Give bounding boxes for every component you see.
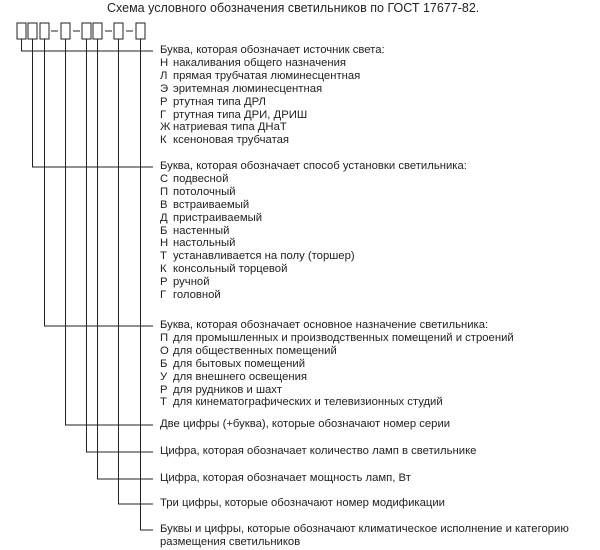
item-code: Ж (160, 121, 171, 134)
legend-header: Три цифры, которые обозначают номер моди… (160, 497, 445, 509)
item-text: для общественных помещений (173, 344, 337, 357)
legend-header: Цифра, которая обозначает количество лам… (160, 445, 477, 457)
item-code: Р (160, 276, 168, 289)
item-text: для бытовых помещений (173, 357, 306, 370)
item-text: размещения светильников (160, 535, 301, 548)
item-text: настольный (173, 237, 236, 250)
item-text: ртутная типа ДРЛ (173, 95, 266, 108)
item-text: накаливания общего назначения (173, 56, 347, 69)
item-code: С (160, 172, 169, 185)
item-text: для внешнего освещения (173, 370, 308, 383)
item-code: П (160, 331, 169, 344)
legend-item: размещения светильников (160, 536, 569, 549)
legend-block: Три цифры, которые обозначают номер моди… (160, 497, 445, 510)
item-code: Т (160, 250, 167, 263)
legend-block: Буква, которая обозначает источник света… (160, 44, 385, 147)
legend-block: Цифра, которая обозначает мощность ламп,… (160, 472, 411, 485)
item-text: пристраиваемый (173, 211, 263, 224)
item-text: натриевая типа ДНаТ (173, 121, 287, 134)
item-text: для кинематографических и телевизионных … (173, 396, 443, 409)
item-code: Г (160, 289, 167, 302)
item-text: подвесной (173, 172, 229, 185)
item-code: Г (160, 108, 167, 121)
legend-block: Цифра, которая обозначает количество лам… (160, 445, 476, 458)
legend-header: Буква, которая обозначает основное назна… (160, 319, 489, 331)
item-text: потолочный (173, 185, 236, 198)
item-code: Н (160, 56, 169, 69)
item-text: встраиваемый (173, 198, 250, 211)
item-code: Б (160, 224, 168, 237)
item-text: головной (173, 289, 221, 302)
leader-lines (21, 39, 153, 531)
item-text: ручной (173, 276, 210, 289)
item-code: Р (160, 95, 168, 108)
diagram-title: Схема условного обозначения светильников… (107, 1, 480, 15)
item-code: Т (160, 396, 167, 409)
item-code: Д (160, 211, 168, 224)
item-code: П (160, 185, 169, 198)
item-code: О (160, 344, 169, 357)
item-code: Н (160, 237, 169, 250)
item-code: Э (160, 82, 169, 95)
legend-header: Буквы и цифры, которые обозначают климат… (160, 523, 569, 535)
item-text: эритемная люминесцентная (173, 82, 323, 95)
legend-block: Буквы и цифры, которые обозначают климат… (160, 523, 569, 549)
item-code: В (160, 198, 168, 211)
item-code: К (160, 263, 167, 276)
item-code: Б (160, 357, 168, 370)
item-text: настенный (173, 224, 230, 237)
legend-block: Буква, которая обозначает способ установ… (160, 160, 467, 302)
item-text: прямая трубчатая люминесцентная (173, 69, 361, 82)
item-code: Л (160, 69, 168, 82)
item-text: для рудников и шахт (173, 383, 282, 396)
item-text: консольный торцевой (173, 263, 288, 276)
item-code: У (160, 370, 168, 383)
item-text: ртутная типа ДРИ, ДРИШ (173, 108, 308, 121)
legend-header: Буква, которая обозначает источник света… (160, 44, 385, 56)
legend-header: Цифра, которая обозначает мощность ламп,… (160, 472, 411, 484)
legend-header: Две цифры (+буква), которые обозначают н… (160, 418, 451, 430)
item-code: К (160, 134, 167, 147)
item-text: устанавливается на полу (торшер) (173, 250, 355, 263)
code-boxes (16, 22, 146, 40)
legend-block: Буква, которая обозначает основное назна… (160, 319, 514, 409)
legend-header: Буква, которая обозначает способ установ… (160, 160, 467, 172)
item-code: Р (160, 383, 168, 396)
legend-block: Две цифры (+буква), которые обозначают н… (160, 418, 450, 431)
item-text: для промышленных и производственных поме… (173, 331, 514, 344)
item-text: ксеноновая трубчатая (173, 134, 290, 147)
